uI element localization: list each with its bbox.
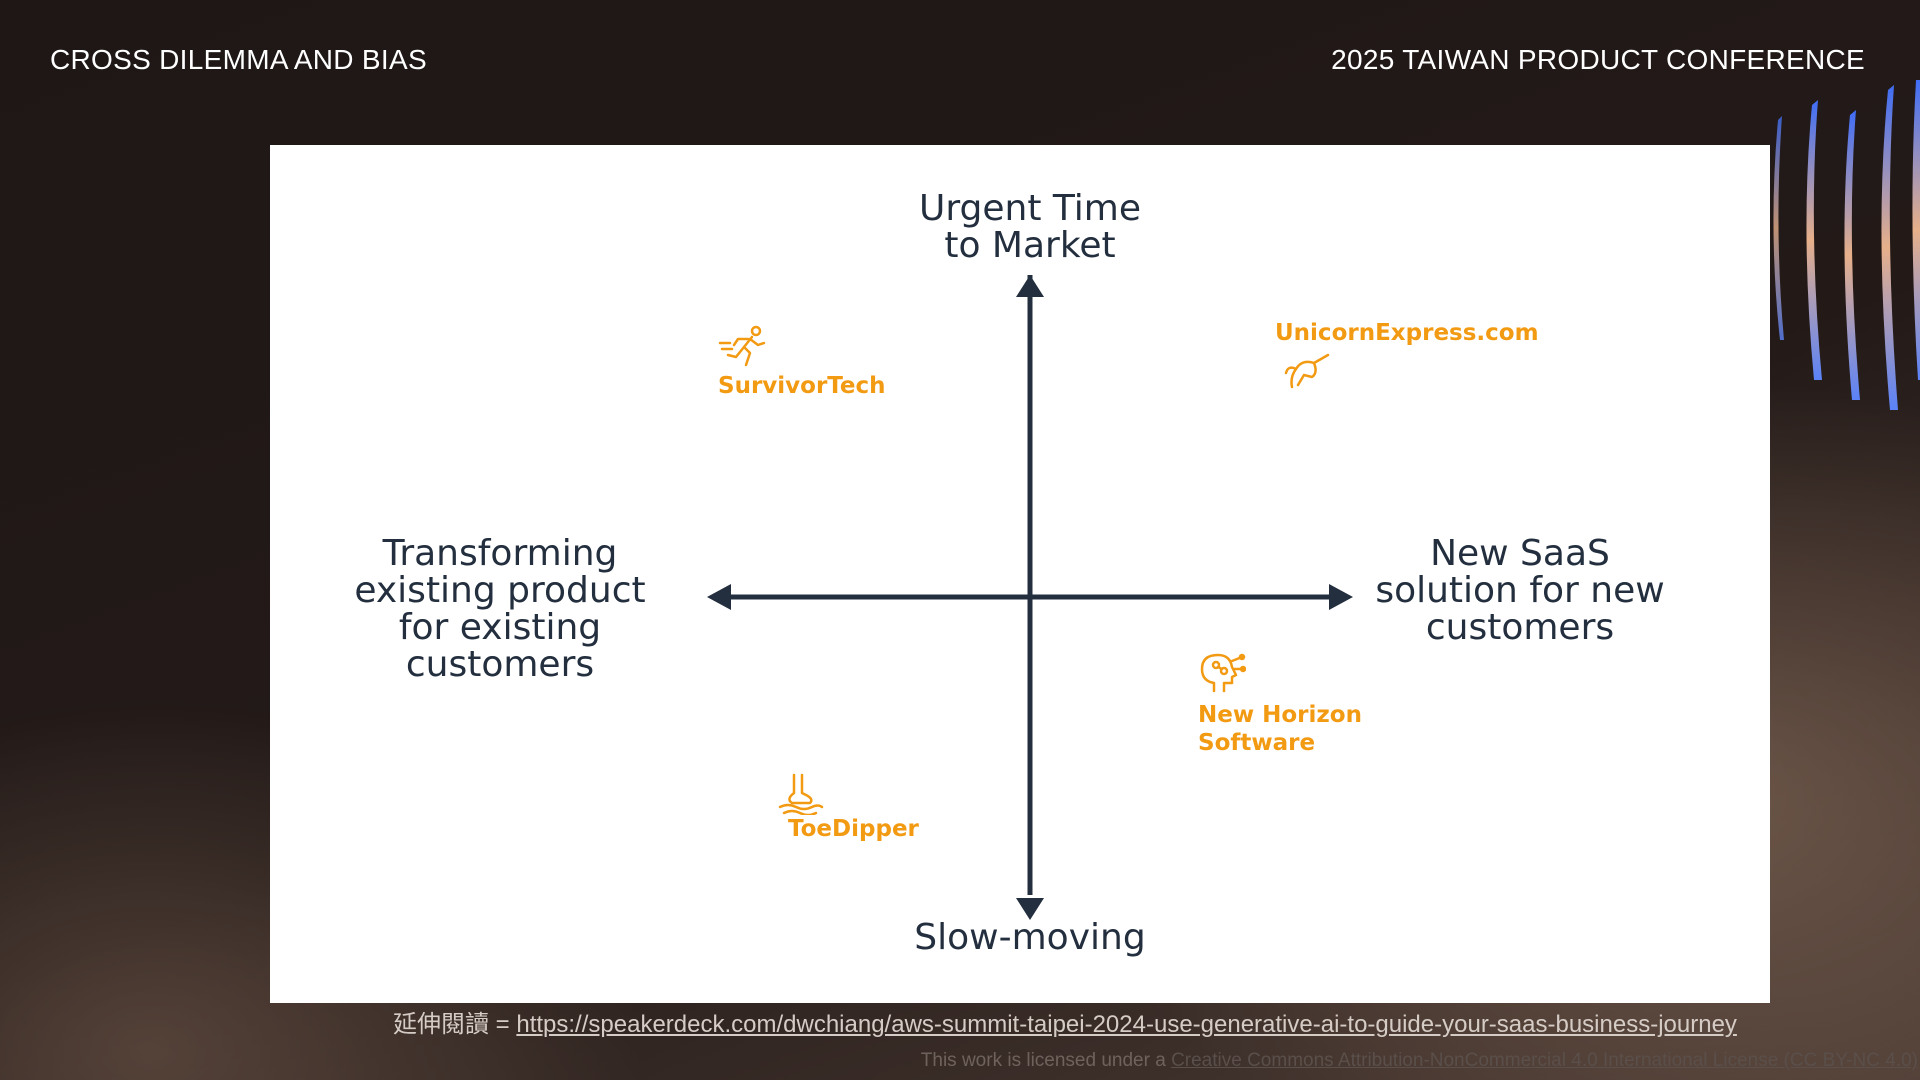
further-reading-label: 延伸閱讀 = <box>393 1011 516 1038</box>
arrow-right <box>1329 584 1353 610</box>
running-person-icon <box>718 325 770 371</box>
foot-in-water-icon <box>776 771 826 815</box>
unicorn-icon <box>1282 351 1332 393</box>
ai-head-icon <box>1196 651 1246 695</box>
quadrant-diagram: Urgent Time to Market Slow-moving Transf… <box>270 145 1770 1003</box>
axis-label-left: Transforming existing product for existi… <box>325 535 675 683</box>
axis-label-bottom: Slow-moving <box>880 919 1180 956</box>
conference-title: 2025 TAIWAN PRODUCT CONFERENCE <box>1331 44 1865 76</box>
company-survivortech: SurvivorTech <box>718 372 886 400</box>
license-prefix: This work is licensed under a <box>921 1050 1171 1071</box>
axis-label-right: New SaaS solution for new customers <box>1375 535 1665 646</box>
arrow-up <box>1016 275 1044 297</box>
company-toedipper: ToeDipper <box>788 815 919 843</box>
further-reading-link[interactable]: https://speakerdeck.com/dwchiang/aws-sum… <box>516 1011 1737 1038</box>
license-notice: This work is licensed under a Creative C… <box>921 1050 1918 1072</box>
axis-label-top: Urgent Time to Market <box>900 190 1160 264</box>
company-unicornexpress: UnicornExpress.com <box>1275 319 1539 347</box>
arrow-left <box>707 584 731 610</box>
slide-title: CROSS DILEMMA AND BIAS <box>50 44 427 76</box>
further-reading: 延伸閱讀 = https://speakerdeck.com/dwchiang/… <box>393 1004 1737 1039</box>
company-newhorizon: New Horizon Software <box>1198 701 1368 757</box>
license-link[interactable]: Creative Commons Attribution-NonCommerci… <box>1171 1050 1918 1071</box>
